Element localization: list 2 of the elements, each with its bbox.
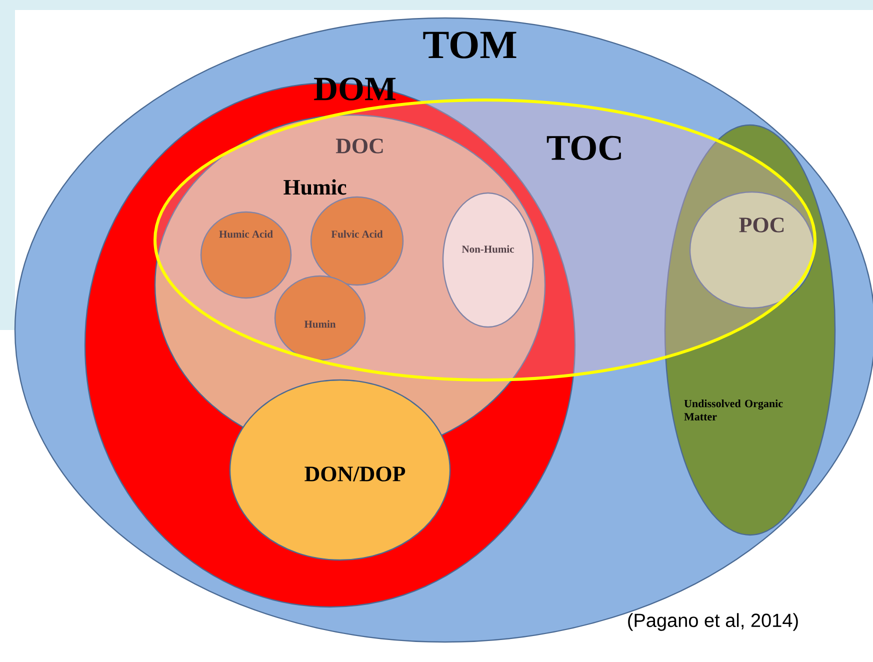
group-heading: Humic [284, 179, 346, 195]
caption: (Pagano et al, 2014) [628, 613, 798, 631]
